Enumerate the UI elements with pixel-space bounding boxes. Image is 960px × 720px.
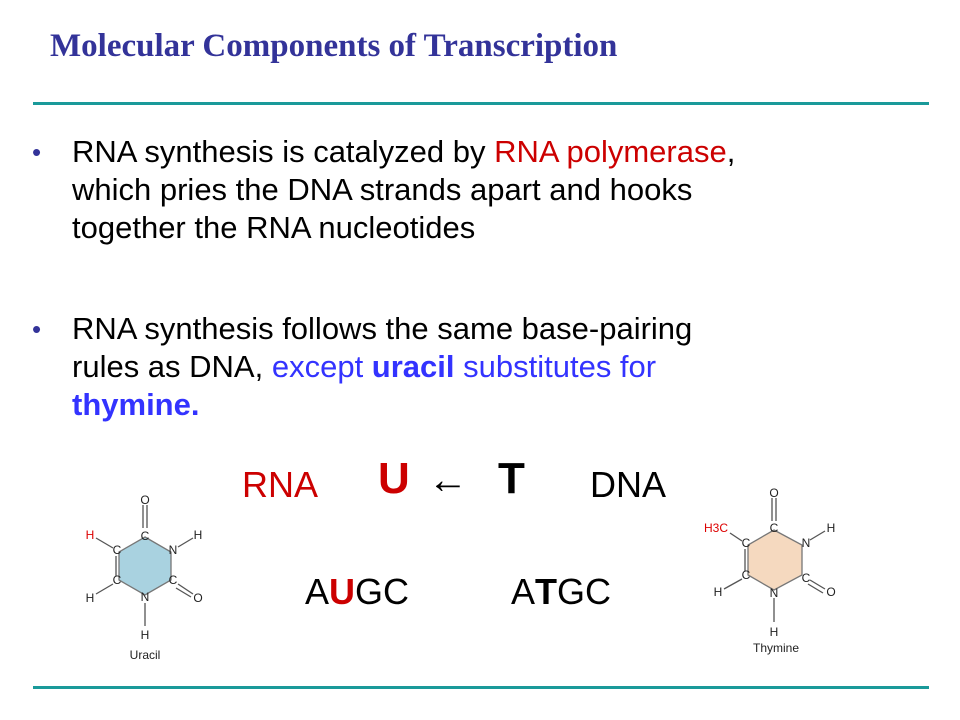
dna-label: DNA (590, 464, 667, 505)
atom-highlight: H (86, 528, 95, 542)
atom: O (826, 585, 835, 599)
atom: H (86, 591, 95, 605)
text: , (726, 134, 736, 169)
arrow-icon: ← (428, 458, 468, 502)
base: GC (557, 571, 612, 612)
text: RNA synthesis is catalyzed by (72, 134, 495, 169)
base: A (511, 571, 536, 612)
thymine-highlight: thymine. (72, 387, 200, 422)
top-divider (33, 102, 929, 105)
atom: C (113, 573, 122, 587)
slide-title: Molecular Components of Transcription (50, 28, 618, 64)
rna-sequence: AUGC (305, 571, 409, 613)
uracil-highlight: uracil (371, 349, 455, 384)
base-t: T (535, 571, 558, 612)
base-u: U (329, 571, 356, 612)
atom: C (742, 536, 751, 550)
atom: N (802, 536, 811, 550)
bullet-2: • RNA synthesis follows the same base-pa… (32, 310, 952, 424)
text: rules as DNA, (72, 349, 272, 384)
thymine-label: Thymine (753, 641, 799, 655)
text: together the RNA nucleotides (72, 210, 476, 245)
atom: H (141, 628, 150, 642)
atom: C (802, 571, 811, 585)
atom: C (169, 573, 178, 587)
base: A (305, 571, 330, 612)
t-letter: T (498, 454, 525, 503)
atom: H (770, 625, 779, 639)
atom: O (193, 591, 202, 605)
uracil-structure: O C N H C O N H C H C H Uracil (86, 493, 203, 662)
rna-label: RNA (242, 464, 319, 505)
methyl-group-highlight: H3C (704, 521, 728, 535)
atom: N (169, 543, 178, 557)
bullet-dot: • (32, 314, 42, 344)
atom: N (141, 590, 150, 604)
atom: C (742, 568, 751, 582)
text: RNA synthesis follows the same base-pair… (72, 311, 693, 346)
bottom-divider (33, 686, 929, 689)
text: which pries the DNA strands apart and ho… (72, 172, 693, 207)
atom: H (194, 528, 203, 542)
uracil-label: Uracil (130, 648, 161, 662)
atom: C (141, 529, 150, 543)
atom: O (140, 493, 149, 507)
dna-sequence: ATGC (511, 571, 611, 613)
u-letter: U (378, 454, 410, 503)
base: GC (355, 571, 410, 612)
atom: C (113, 543, 122, 557)
atom: H (827, 521, 836, 535)
atom: N (770, 586, 779, 600)
thymine-structure: O C N H C O N H C H C H3C Thymine (704, 486, 836, 655)
atom: C (770, 521, 779, 535)
rna-polymerase-highlight: RNA polymerase (494, 134, 727, 169)
atom: H (714, 585, 723, 599)
bullet-dot: • (32, 137, 42, 167)
text: except (271, 349, 372, 384)
text: substitutes for (454, 349, 657, 384)
bullet-1: • RNA synthesis is catalyzed by RNA poly… (32, 133, 952, 247)
atom: O (769, 486, 778, 500)
